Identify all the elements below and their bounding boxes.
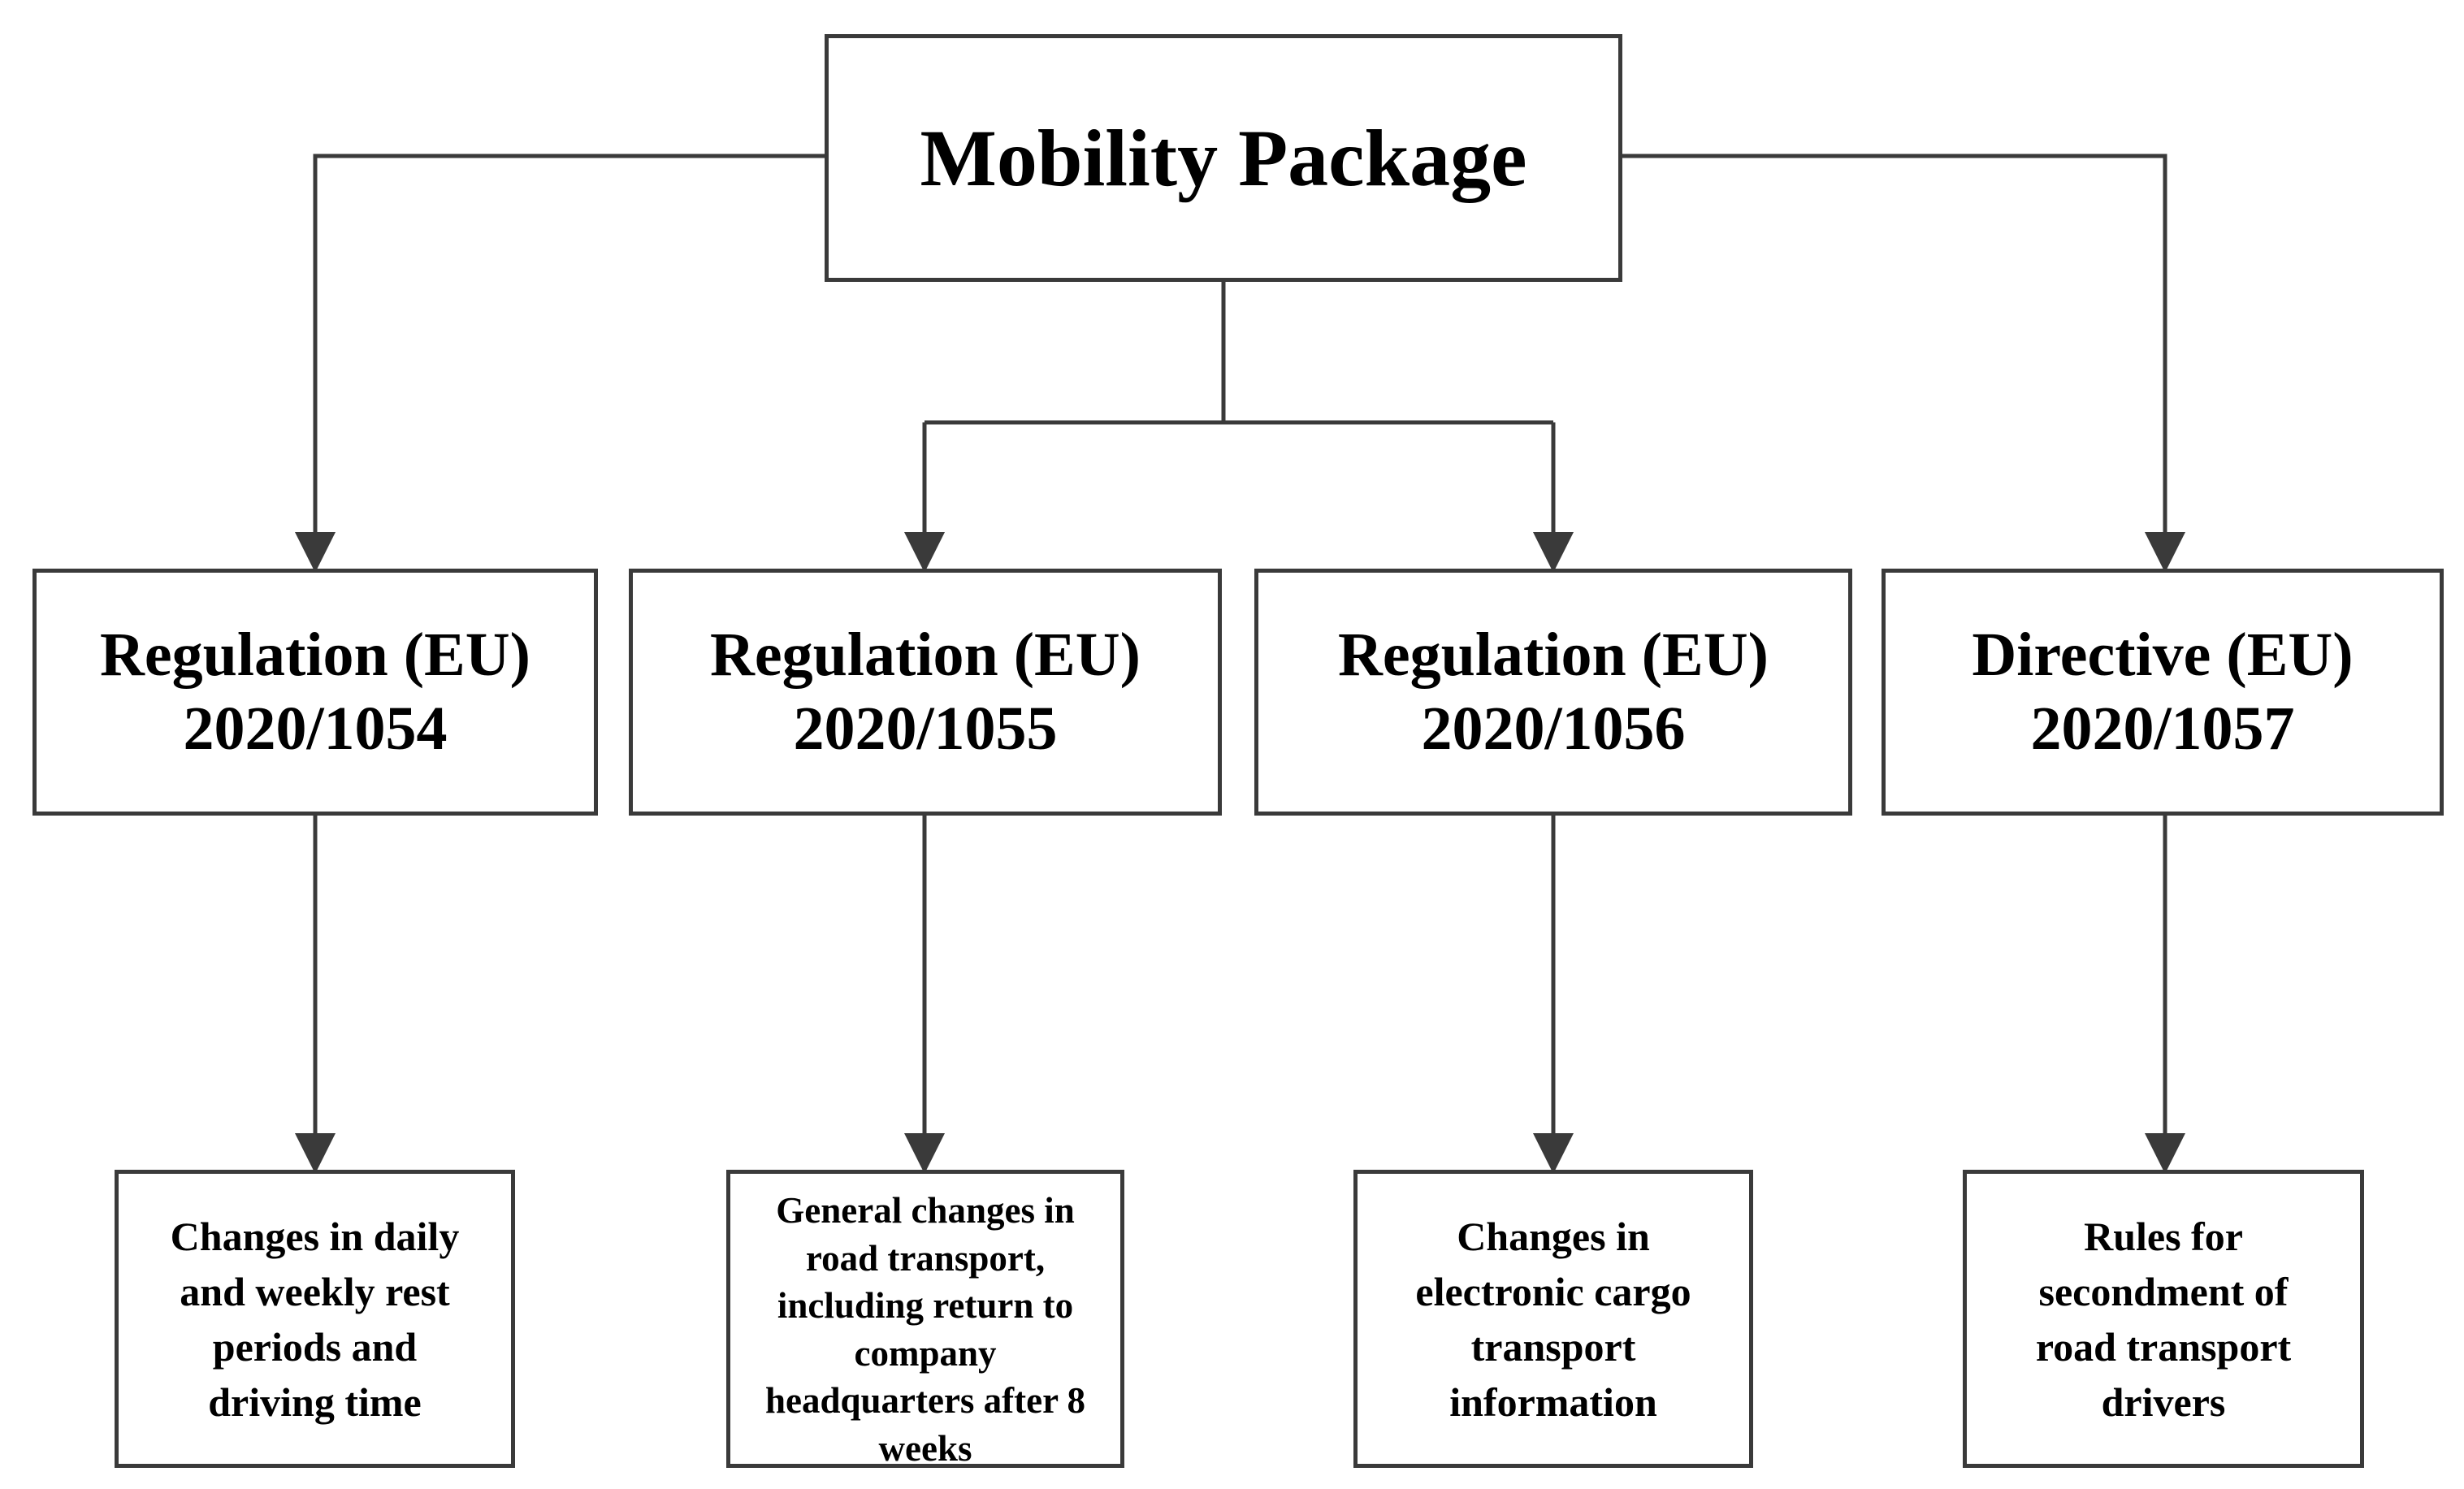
- root-title: Mobility Package: [920, 112, 1527, 203]
- description-line: Changes in: [1457, 1213, 1650, 1259]
- root-box-mobility-package: Mobility Package: [825, 34, 1622, 282]
- description-box-1057: Rules for secondment of road transport d…: [1963, 1170, 2364, 1468]
- description-line: including return to: [777, 1285, 1074, 1326]
- description-line: secondment of: [2038, 1268, 2289, 1314]
- description-line: drivers: [2101, 1379, 2226, 1425]
- description-box-1056: Changes in electronic cargo transport in…: [1353, 1170, 1753, 1468]
- description-line: headquarters after 8: [764, 1380, 1086, 1421]
- connector-root-to-1057: [1622, 154, 2185, 573]
- act-number: 2020/1055: [793, 695, 1058, 763]
- act-number: 2020/1054: [183, 695, 448, 763]
- act-box-directive-1057: Directive (EU) 2020/1057: [1882, 569, 2444, 816]
- description-line: Changes in daily: [170, 1213, 460, 1259]
- act-box-regulation-1055: Regulation (EU) 2020/1055: [629, 569, 1222, 816]
- act-number: 2020/1056: [1421, 695, 1686, 763]
- act-number: 2020/1057: [2030, 695, 2295, 763]
- description-line: electronic cargo: [1415, 1268, 1691, 1314]
- description-line: and weekly rest: [180, 1268, 450, 1314]
- description-line: periods and: [212, 1323, 418, 1370]
- act-box-regulation-1056: Regulation (EU) 2020/1056: [1254, 569, 1852, 816]
- description-line: General changes in: [776, 1190, 1075, 1231]
- description-line: transport: [1470, 1323, 1636, 1370]
- description-line: road transport: [2035, 1323, 2292, 1370]
- description-box-1054: Changes in daily and weekly rest periods…: [115, 1170, 515, 1468]
- act-title: Regulation (EU): [710, 620, 1141, 689]
- act-title: Directive (EU): [1972, 620, 2354, 689]
- description-line: information: [1449, 1379, 1657, 1425]
- description-line: road transport,: [805, 1237, 1046, 1279]
- description-line: driving time: [208, 1379, 422, 1425]
- act-box-regulation-1054: Regulation (EU) 2020/1054: [32, 569, 598, 816]
- act-title: Regulation (EU): [1338, 620, 1769, 689]
- description-box-1055: General changes in road transport, inclu…: [726, 1170, 1124, 1469]
- connector-root-to-1054: [295, 154, 825, 573]
- description-line: company: [854, 1332, 997, 1374]
- act-title: Regulation (EU): [100, 620, 530, 689]
- description-line: weeks: [878, 1427, 972, 1469]
- description-line: Rules for: [2084, 1213, 2243, 1259]
